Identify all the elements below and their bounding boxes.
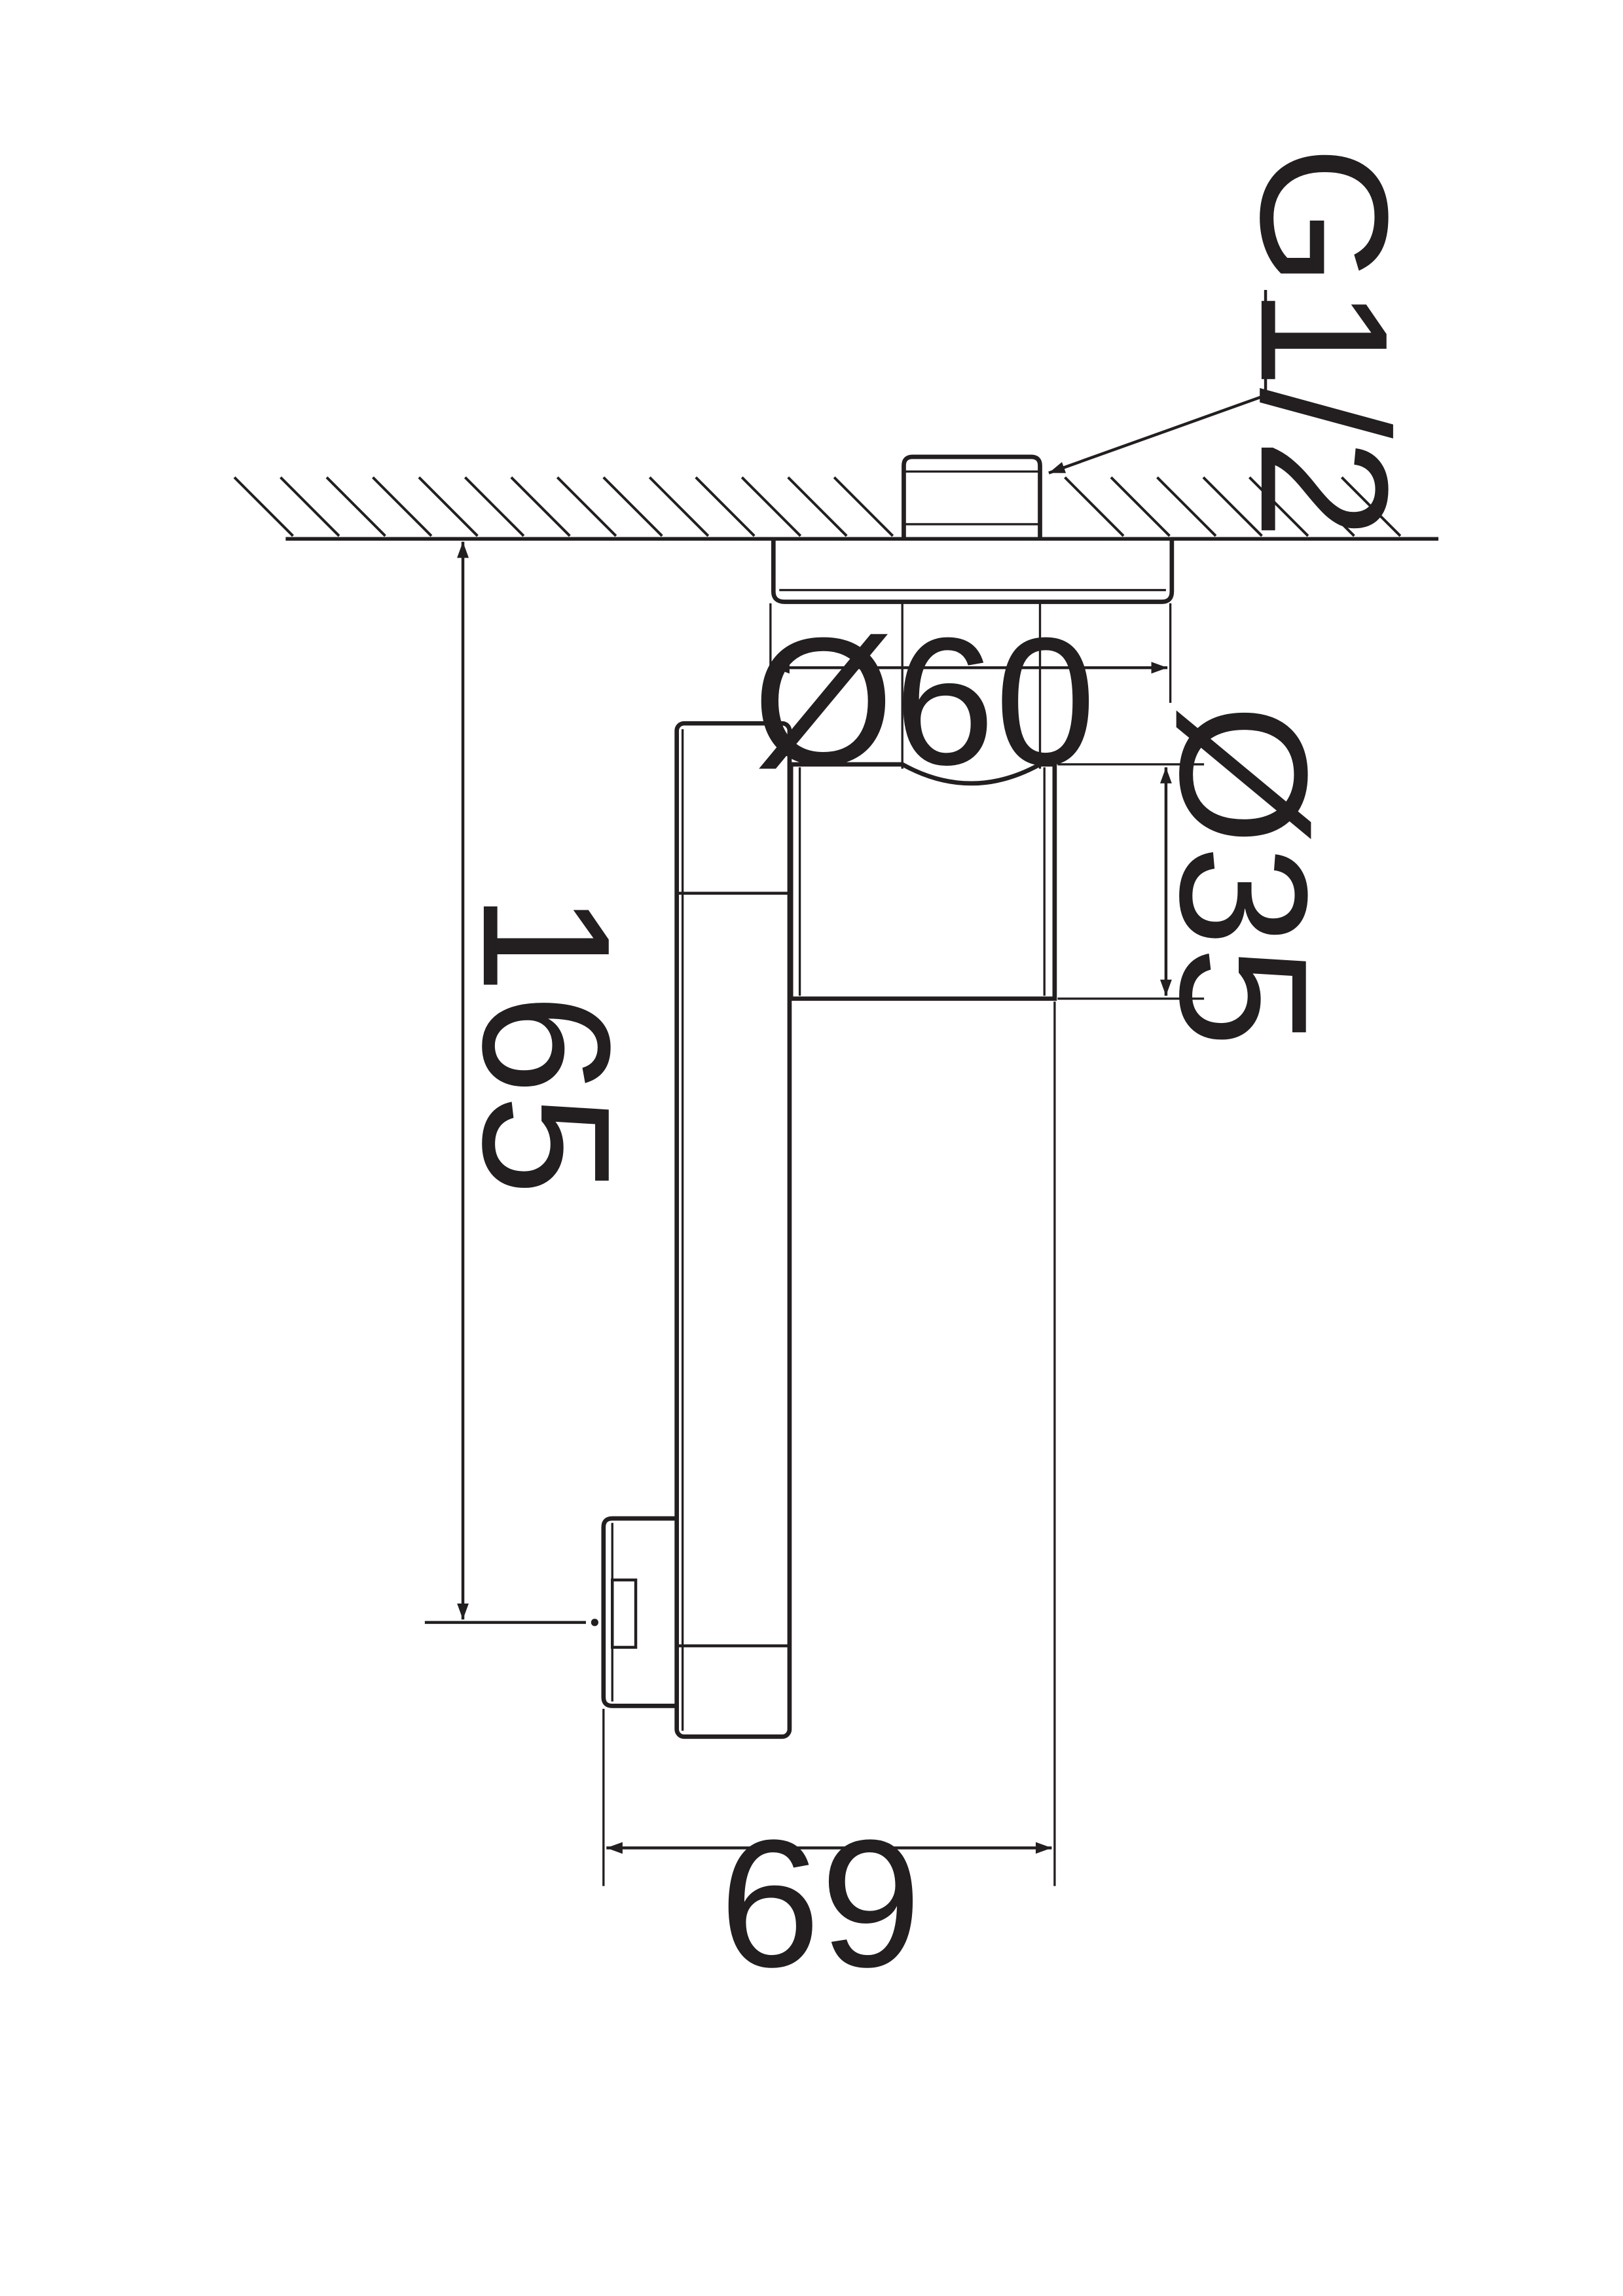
escutcheon-flange (771, 539, 1175, 604)
depth-label: 69 (720, 1802, 922, 2005)
hatch-stroke (833, 476, 894, 537)
hatch-stroke (1202, 476, 1263, 537)
hatch-stroke (1110, 476, 1171, 537)
body-diameter-label: Ø35 (1142, 704, 1345, 1047)
hatch-stroke (464, 476, 525, 537)
threaded-connector (902, 454, 1042, 539)
hatch-stroke (740, 476, 802, 537)
thread-leader (1048, 289, 1267, 475)
body-diameter-dimension (1057, 763, 1205, 1000)
hatch-stroke (372, 476, 433, 537)
hatch-stroke (1064, 476, 1125, 537)
flange-diameter-label: Ø60 (753, 600, 1096, 802)
flange-diameter-dimension (769, 603, 1172, 769)
hatch-stroke (787, 476, 848, 537)
hatch-stroke (602, 476, 663, 537)
hatch-stroke (280, 476, 340, 537)
hatch-stroke (325, 476, 386, 537)
hatch-stroke (1340, 476, 1402, 537)
hatch-stroke (1249, 476, 1309, 537)
hatch-stroke (418, 476, 479, 537)
hatch-stroke (1294, 476, 1355, 537)
height-label: 165 (445, 893, 648, 1196)
hatch-stroke (1156, 476, 1217, 537)
hatch-stroke (695, 476, 756, 537)
outlet-knob (601, 1516, 677, 1708)
depth-dimension (602, 1001, 1056, 1886)
thread-size-label: G1/2 (1223, 146, 1426, 539)
hatch-stroke (556, 476, 617, 537)
hatch-stroke (648, 476, 710, 537)
wall-hatching (233, 476, 1439, 541)
front-plate (674, 721, 792, 1739)
cylindrical-body (788, 762, 1057, 1001)
height-dimension (424, 537, 598, 1626)
hatch-stroke (510, 476, 571, 537)
hatch-stroke (233, 476, 294, 537)
